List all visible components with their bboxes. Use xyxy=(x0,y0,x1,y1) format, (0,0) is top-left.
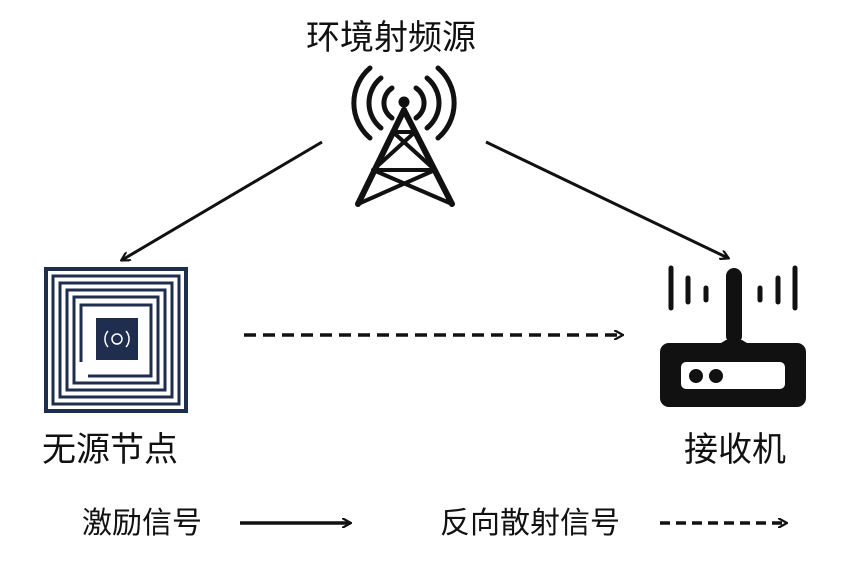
receiver-router-icon xyxy=(660,265,806,407)
legend-backscatter-label: 反向散射信号 xyxy=(440,506,620,541)
radio-tower-icon xyxy=(351,65,457,207)
source-label: 环境射频源 xyxy=(306,18,476,58)
arrow-source-to-tag xyxy=(122,140,323,260)
receiver-label: 接收机 xyxy=(684,430,786,470)
arrow-source-to-receiver xyxy=(485,140,728,258)
legend-excitation-label: 激励信号 xyxy=(82,506,202,541)
rfid-tag-icon xyxy=(44,267,188,413)
tag-label: 无源节点 xyxy=(42,430,178,470)
